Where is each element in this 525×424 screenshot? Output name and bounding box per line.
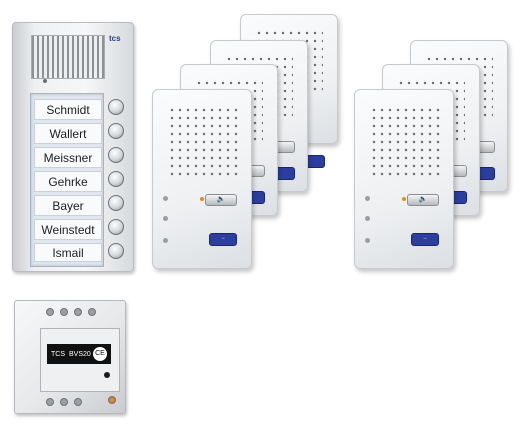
bell-button[interactable] (108, 243, 124, 259)
function-button[interactable] (163, 238, 168, 243)
bell-button[interactable] (108, 123, 124, 139)
psu-indicator (104, 372, 110, 378)
adjust-knob[interactable] (108, 396, 116, 404)
function-button[interactable] (163, 196, 168, 201)
speaker-grille (31, 35, 105, 79)
bell-button[interactable] (108, 195, 124, 211)
bell-button[interactable] (108, 99, 124, 115)
function-button[interactable] (365, 196, 370, 201)
status-led (402, 197, 406, 201)
name-label: Weinstedt (34, 219, 102, 240)
terminal-screw (46, 398, 54, 406)
terminal-screw (46, 308, 54, 316)
ce-mark: CE (93, 347, 107, 361)
name-label: Ismail (34, 243, 102, 262)
key-icon[interactable]: − (411, 233, 439, 246)
terminal-screw (74, 398, 82, 406)
name-label: Gehrke (34, 171, 102, 192)
microphone-hole (43, 79, 47, 83)
name-label: Bayer (34, 195, 102, 216)
name-label: Schmidt (34, 99, 102, 120)
psu-brand: TCS (51, 350, 65, 358)
bell-button[interactable] (108, 147, 124, 163)
speaker-icon[interactable]: 🔈 (407, 194, 439, 206)
bell-button[interactable] (108, 171, 124, 187)
indoor-handset: 🔈 − (152, 89, 252, 269)
function-button[interactable] (365, 216, 370, 221)
speaker-icon[interactable]: 🔈 (205, 194, 237, 206)
bell-button[interactable] (108, 219, 124, 235)
indoor-handset: 🔈 − (354, 89, 454, 269)
function-button[interactable] (365, 238, 370, 243)
terminal-screw (60, 308, 68, 316)
name-label: Wallert (34, 123, 102, 144)
function-button[interactable] (163, 216, 168, 221)
key-icon[interactable]: − (209, 233, 237, 246)
power-supply-unit: TCS BVS20 CE (14, 300, 126, 414)
brand-logo: tcs (109, 34, 121, 43)
terminal-screw (60, 398, 68, 406)
speaker-grille (168, 106, 238, 176)
psu-model: BVS20 (69, 350, 91, 358)
terminal-screw (88, 308, 96, 316)
name-label: Meissner (34, 147, 102, 168)
status-led (200, 197, 204, 201)
door-station: tcs Schmidt Wallert Meissner Gehrke Baye… (12, 22, 134, 272)
terminal-screw (74, 308, 82, 316)
name-label-window: Schmidt Wallert Meissner Gehrke Bayer We… (30, 93, 104, 267)
speaker-grille (370, 106, 440, 176)
